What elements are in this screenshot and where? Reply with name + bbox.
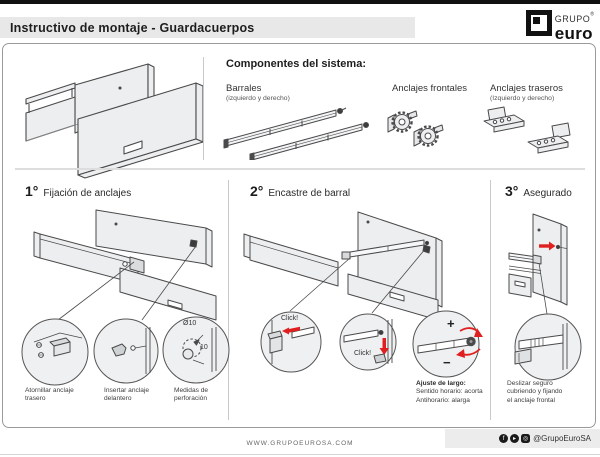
logo-text: GRUPO® euro: [555, 10, 594, 42]
step1-step2-divider: [228, 180, 229, 420]
step-3-callout-label: Deslizar seguro cubriendo y fijando el a…: [507, 380, 563, 404]
minus-label: −: [443, 355, 451, 370]
barrales-illustration: [223, 107, 369, 160]
adjust-line-2: Antihorario: alarga: [416, 396, 470, 404]
components-divider: [203, 57, 204, 160]
component-traseros-sublabel: (Izquierdo y derecho): [490, 95, 555, 102]
step-3-header: 3° Asegurado: [505, 183, 572, 199]
facebook-icon: f: [499, 434, 509, 443]
step-1-illustration: [21, 209, 230, 386]
step-2-illustration: [243, 211, 483, 378]
step-1-callout-label-3: Medidas de perforación: [174, 387, 209, 403]
step-1-number: 1°: [25, 183, 39, 199]
logo-mark-icon: [525, 10, 552, 36]
adjust-line-1: Sentido horario: acorta: [416, 388, 483, 396]
step-3-title: Asegurado: [523, 188, 572, 199]
component-barrales-sublabel: (izquierdo y derecho): [226, 95, 290, 102]
logo-reg-mark: ®: [590, 11, 594, 18]
drawer-overview-illustration: [25, 63, 204, 179]
step-3-number: 3°: [505, 183, 519, 199]
component-traseros-label: Anclajes traseros: [490, 83, 563, 94]
step-1-header: 1° Fijación de anclajes: [25, 183, 131, 199]
sections-divider: [15, 168, 585, 170]
dim-depth-label: 10: [200, 344, 208, 351]
anclajes-traseros-illustration: [483, 106, 571, 154]
click-label-2: Click!: [354, 350, 372, 357]
click-label-1: Click!: [281, 315, 299, 322]
step2-step3-divider: [490, 180, 491, 420]
dim-diameter-label: Ø10: [183, 320, 197, 327]
component-traseros: Anclajes traseros (Izquierdo y derecho): [490, 83, 563, 102]
social-bar: f ▸ ◎ @GrupoEuroSA: [445, 429, 600, 448]
social-handle: @GrupoEuroSA: [533, 434, 591, 443]
step-2-number: 2°: [250, 183, 264, 199]
footer-website: WWW.GRUPOEUROSA.COM: [246, 440, 354, 447]
page-title: Instructivo de montaje - Guardacuerpos: [10, 20, 255, 35]
top-strip: [0, 0, 600, 4]
content-frame: [2, 43, 596, 428]
step-2-header: 2° Encastre de barral: [250, 183, 350, 199]
step-3-illustration: [508, 213, 582, 381]
component-frontales-label: Anclajes frontales: [392, 83, 467, 94]
component-barrales: Barrales (izquierdo y derecho): [226, 83, 290, 102]
youtube-icon: ▸: [510, 434, 520, 443]
step-1-title: Fijación de anclajes: [43, 188, 132, 199]
logo-text-grupo: GRUPO: [554, 14, 591, 24]
step-1-callout-label-1: Atornillar anclaje trasero: [25, 387, 74, 403]
brand-logo: GRUPO® euro: [525, 10, 594, 42]
instagram-icon: ◎: [521, 434, 531, 443]
adjust-instructions: Ajuste de largo: Sentido horario: acorta…: [416, 380, 494, 405]
component-barrales-label: Barrales: [226, 83, 262, 94]
header-bar: Instructivo de montaje - Guardacuerpos: [0, 17, 415, 38]
anclajes-frontales-illustration: [387, 110, 444, 147]
logo-text-euro: euro: [554, 24, 593, 43]
step-2-title: Encastre de barral: [268, 188, 351, 199]
step-1-callout-label-2: Insertar anclaje delantero: [104, 387, 150, 403]
page-bottom-line: [0, 454, 600, 455]
plus-label: +: [447, 316, 455, 331]
components-title: Componentes del sistema:: [226, 58, 366, 70]
adjust-title: Ajuste de largo:: [416, 380, 466, 387]
